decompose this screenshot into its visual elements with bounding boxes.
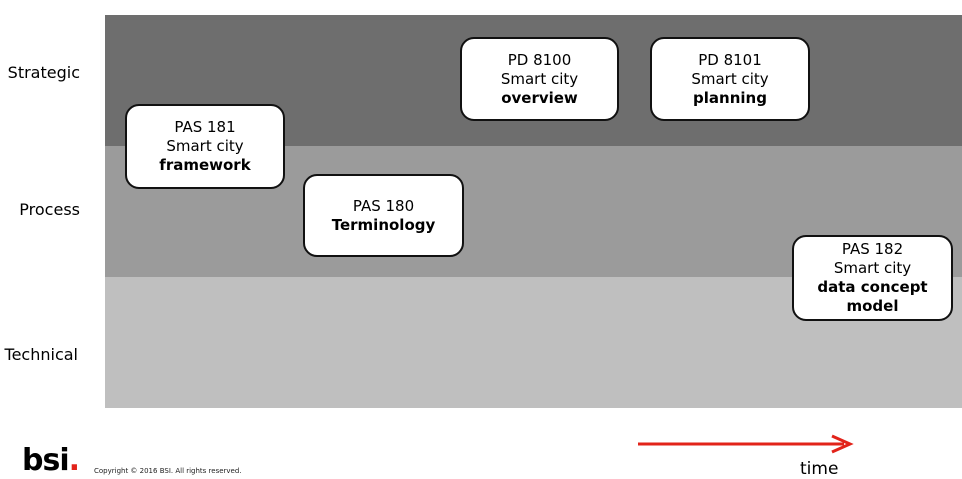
box-code: PD 8101 (698, 50, 762, 69)
box-code: PAS 181 (174, 118, 236, 136)
box-subtitle: Smart city (833, 259, 912, 277)
box-subtitle: Smart city (166, 137, 244, 155)
copyright-notice: Copyright © 2016 BSI. All rights reserve… (94, 467, 242, 475)
box-subtitle: Smart city (500, 69, 579, 88)
box-title-line-1: data concept (817, 278, 928, 296)
box-title-line-2: model (846, 297, 899, 315)
box-title: overview (501, 88, 578, 107)
box-title: planning (693, 88, 767, 107)
bsi-logo: bsi. (22, 443, 80, 478)
box-title: Terminology (331, 215, 436, 234)
time-axis-label: time (800, 459, 839, 479)
box-pd-8100: PD 8100 Smart city overview (460, 37, 619, 121)
box-pas-182: PAS 182 Smart city data concept model (792, 235, 953, 321)
box-code: PAS 182 (841, 240, 904, 258)
row-label-technical: Technical (4, 345, 78, 364)
box-pas-180: PAS 180 Terminology (303, 174, 464, 257)
logo-text: bsi (22, 443, 70, 478)
box-title: framework (159, 156, 251, 174)
time-arrow-icon (638, 434, 854, 454)
row-label-process: Process (19, 200, 80, 219)
logo-dot: . (68, 443, 80, 478)
box-code: PD 8100 (507, 50, 572, 69)
box-pas-181: PAS 181 Smart city framework (125, 104, 285, 189)
box-code: PAS 180 (352, 196, 415, 215)
box-subtitle: Smart city (691, 69, 769, 88)
box-pd-8101: PD 8101 Smart city planning (650, 37, 810, 121)
row-label-strategic: Strategic (7, 63, 80, 82)
